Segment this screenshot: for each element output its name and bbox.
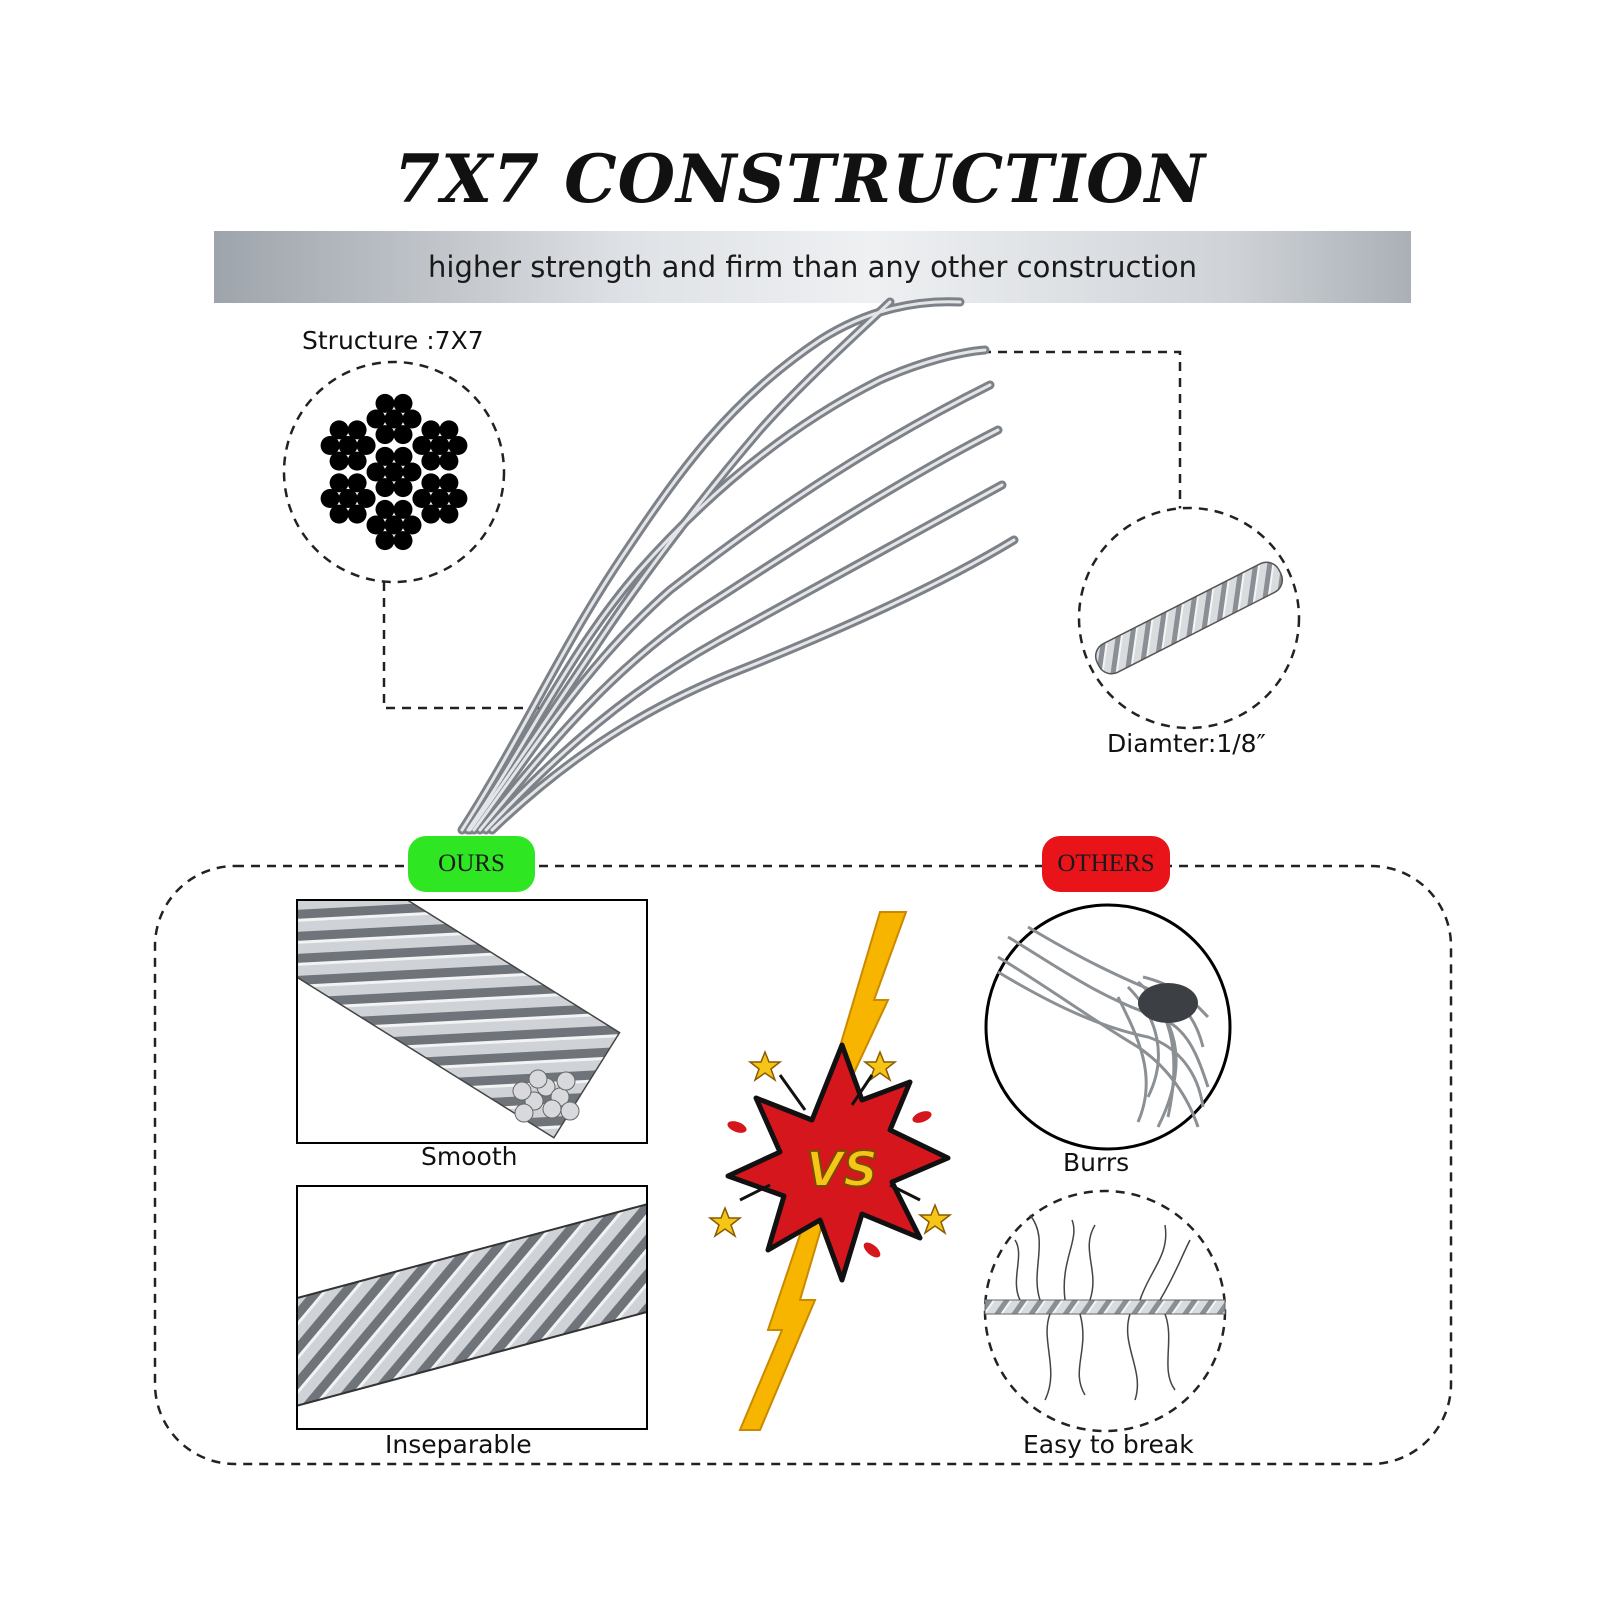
wire-dot	[439, 473, 459, 493]
vs-text: VS	[806, 1142, 878, 1198]
wire-dot	[439, 420, 459, 440]
wire-dot	[375, 446, 395, 466]
wire-dot	[347, 451, 367, 471]
wire-dot	[347, 420, 367, 440]
wire-dot	[384, 462, 404, 482]
wire-dot	[320, 436, 340, 455]
wire-dot	[347, 473, 367, 493]
wire-dot	[421, 504, 441, 524]
smooth-label: Smooth	[421, 1142, 518, 1171]
wire-dot	[412, 489, 432, 508]
wire-dot	[430, 436, 450, 455]
inseparable-rope-photo	[296, 1185, 648, 1430]
wire-dot	[356, 436, 376, 455]
wire-dot	[421, 451, 441, 471]
easy-to-break-label: Easy to break	[1023, 1430, 1194, 1459]
others-badge: OTHERS	[1042, 836, 1170, 892]
wire-dot	[393, 425, 413, 445]
wire-dot	[448, 436, 468, 455]
wire-dot	[430, 489, 450, 508]
wire-dot	[439, 451, 459, 471]
comparison-frame	[153, 864, 1453, 1466]
burrs-photo	[984, 903, 1232, 1151]
wire-dot	[393, 446, 413, 466]
wire-dot	[393, 478, 413, 498]
wire-dot	[402, 462, 422, 482]
wire-dot	[412, 436, 432, 455]
wire-dot	[448, 489, 468, 508]
wire-dot	[375, 393, 395, 413]
wire-dot	[393, 499, 413, 519]
page-title: 7X7 CONSTRUCTION	[394, 140, 1206, 218]
ours-badge: OURS	[408, 836, 535, 892]
wire-dot	[320, 489, 340, 508]
wire-dot	[366, 462, 386, 482]
strand-cross-section-diagram	[320, 393, 468, 551]
subtitle-banner: higher strength and firm than any other …	[214, 231, 1411, 303]
wire-dot	[347, 504, 367, 524]
wire-dot	[356, 489, 376, 508]
wire-dot	[402, 515, 422, 535]
wire-dot	[375, 425, 395, 445]
wire-dot	[439, 504, 459, 524]
unraveled-wire-rope	[457, 297, 1019, 835]
wire-dot	[402, 409, 422, 429]
wire-dot	[375, 499, 395, 519]
subtitle-text: higher strength and firm than any other …	[428, 250, 1197, 284]
wire-dot	[421, 473, 441, 493]
wire-dot	[375, 478, 395, 498]
wire-dot	[329, 451, 349, 471]
diameter-callout	[982, 350, 1301, 730]
wire-dot	[393, 393, 413, 413]
wire-dot	[338, 436, 358, 455]
burrs-label: Burrs	[1063, 1148, 1130, 1177]
structure-callout	[282, 360, 553, 710]
wire-dot	[329, 473, 349, 493]
inseparable-label: Inseparable	[385, 1430, 532, 1459]
wire-dot	[366, 515, 386, 535]
diameter-label: Diamter:1/8″	[1107, 729, 1266, 758]
wire-dot	[329, 420, 349, 440]
vs-graphic: VS	[707, 911, 953, 1431]
wire-dot	[384, 515, 404, 535]
wire-dot	[366, 409, 386, 429]
wire-dot	[393, 531, 413, 551]
easy-to-break-photo	[983, 1189, 1227, 1433]
smooth-rope-photo	[296, 899, 648, 1144]
wire-dot	[338, 489, 358, 508]
wire-dot	[329, 504, 349, 524]
wire-dot	[421, 420, 441, 440]
wire-dot	[384, 409, 404, 429]
wire-dot	[375, 531, 395, 551]
structure-label: Structure :7X7	[302, 326, 484, 355]
